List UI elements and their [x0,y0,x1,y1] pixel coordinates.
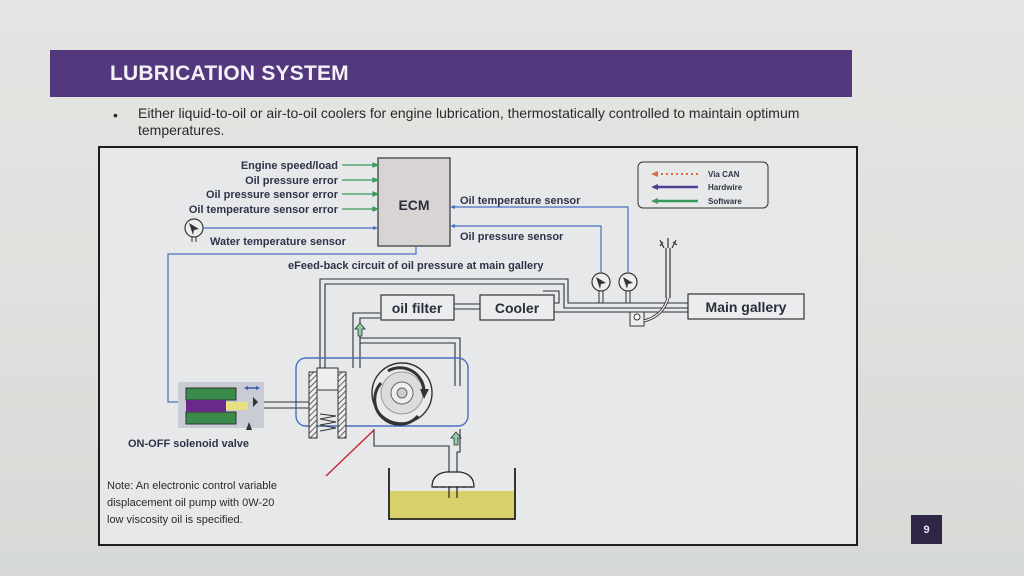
legend-via-can: Via CAN [651,170,740,179]
oil-pressure-gauge-icon [591,272,611,303]
svg-text:Hardwire: Hardwire [708,183,743,192]
oil-jet-icon [659,238,678,298]
oil-filter-label: oil filter [392,300,443,316]
main-gallery-box [687,293,805,320]
oil-pan [388,468,516,520]
ecm-box [377,157,451,247]
solenoid-valve-icon [178,382,264,430]
svg-text:Software: Software [708,197,742,206]
note-line-1: Note: An electronic control variable [107,480,277,492]
diagram-frame [98,146,858,546]
legend-box [637,161,769,209]
feedback-marker: e [288,260,294,272]
water-temp-sensor-label: Water temperature sensor [210,236,347,248]
flow-arrows [354,322,462,446]
note-line-3: low viscosity oil is specified. [107,514,243,526]
bullet-text: Either liquid-to-oil or air-to-oil coole… [138,105,800,138]
input-oil-temperature-sensor-error: Oil temperature sensor error [189,204,339,216]
oil-filter-box [380,294,455,321]
note-line-2: displacement oil pump with 0W-20 [107,497,274,509]
relief-valve-icon [629,297,670,327]
software-input-lines [342,162,380,212]
oil-pressure-sensor-label: Oil pressure sensor [460,231,564,243]
lubrication-diagram: ECM Engine speed/load Oil pressure error… [98,146,858,546]
pump-housing [295,357,469,427]
page-number: 9 [911,515,942,544]
legend-hardwire: Hardwire [651,183,743,192]
oil-temp-gauge-icon [618,272,638,303]
input-oil-pressure-error: Oil pressure error [245,175,339,187]
input-oil-pressure-sensor-error: Oil pressure sensor error [206,189,339,201]
cooler-label: Cooler [495,300,540,316]
feedback-text: Feed-back circuit of oil pressure at mai… [294,260,544,272]
oil-strainer-icon [431,471,475,498]
note-pointer [325,429,375,477]
main-gallery-label: Main gallery [706,299,787,315]
spool-valve [308,367,347,439]
ecm-solenoid-wire [167,246,417,403]
pump-rotor [371,362,433,426]
section-title: LUBRICATION SYSTEM [110,62,349,85]
solenoid-label: ON-OFF solenoid valve [128,438,249,450]
feedback-circuit-label: eFeed-back circuit of oil pressure at ma… [288,260,544,272]
oil-temp-sensor-label: Oil temperature sensor [460,195,581,207]
legend-software: Software [651,197,742,206]
svg-text:Via CAN: Via CAN [708,170,740,179]
input-engine-speed: Engine speed/load [241,160,338,172]
bullet-marker: • [113,107,118,123]
cooler-box [479,294,555,321]
section-banner: LUBRICATION SYSTEM [50,50,852,97]
ecm-label: ECM [398,197,429,213]
